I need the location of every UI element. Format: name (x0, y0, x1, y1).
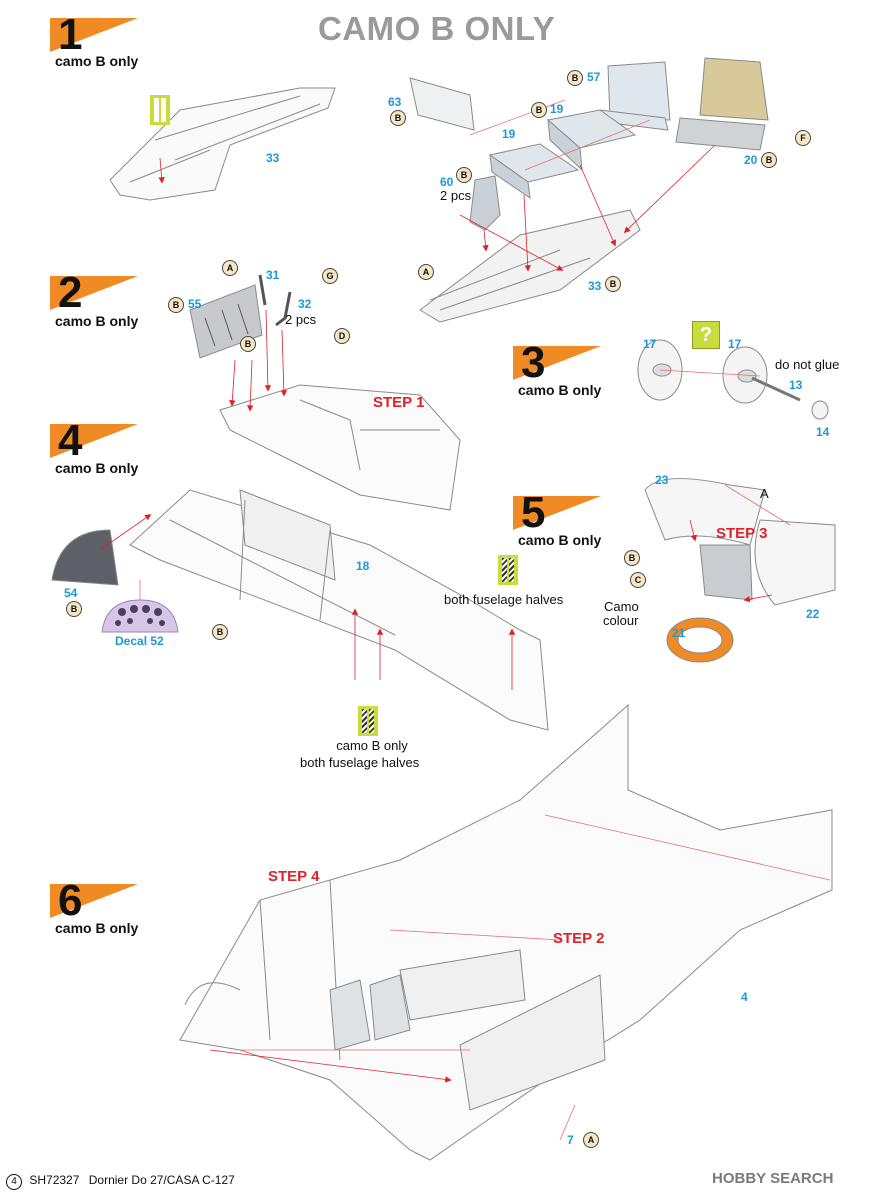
colour-callout-b-step2: B (240, 336, 258, 355)
part-number-23: 23 (655, 473, 669, 487)
note-2-pcs-pedal: 2 pcs (285, 312, 317, 327)
cowling-23 (644, 478, 766, 546)
colour-callout-55: B (168, 297, 186, 316)
colour-callout-b-step5: B (624, 550, 642, 569)
colour-callout-54: B (66, 601, 84, 620)
kit-name: Dornier Do 27/CASA C-127 (88, 1173, 235, 1187)
part-14-cap (811, 400, 829, 420)
step-3-number: 3 (521, 338, 546, 387)
part-number-4: 4 (741, 990, 748, 1004)
note-2-pcs-seat: 2 pcs (440, 188, 472, 203)
part-number-55: 55 (188, 297, 202, 311)
part-number-7: 7 (567, 1133, 574, 1147)
engine-block (699, 544, 753, 601)
part-number-14: 14 (816, 425, 830, 439)
part-33-floor-outline (109, 87, 336, 201)
part-number-31: 31 (266, 268, 280, 282)
part-number-54: 54 (64, 586, 78, 600)
colour-callout-19: B (531, 102, 549, 121)
colour-callout-60: B (456, 167, 474, 186)
seat-back-63 (409, 77, 475, 131)
glue-symbol (150, 95, 170, 125)
part-number-17-b: 17 (728, 337, 742, 351)
step-6-subtitle: camo B only (55, 920, 139, 936)
colour-callout-a-step6: A (583, 1132, 601, 1151)
page-footer: 4 SH72327 Dornier Do 27/CASA C-127 (6, 1173, 235, 1190)
cabin-assembly-step2 (219, 384, 461, 511)
note-do-not-glue: do not glue (775, 357, 840, 372)
part-13-axle (751, 376, 801, 402)
step-2-number: 2 (58, 268, 83, 317)
colour-callout-c-step5: C (630, 572, 648, 591)
rear-bench-57 (607, 61, 671, 121)
step-3-subtitle: camo B only (518, 382, 602, 398)
part-number-63: 63 (388, 95, 402, 109)
step-ref-3: STEP 3 (716, 525, 768, 542)
watermark: HOBBY SEARCH (712, 1170, 834, 1187)
part-number-19-b: 19 (502, 127, 516, 141)
step-ref-1: STEP 1 (373, 394, 425, 411)
part-number-33: 33 (266, 151, 280, 165)
colour-callout-g: G (322, 268, 340, 287)
note-camo-b-only: camo B only (336, 738, 408, 753)
page-title: CAMO B ONLY (318, 10, 556, 47)
colour-callout-a: A (418, 264, 436, 283)
page-number: 4 (6, 1174, 22, 1190)
decal-52-label: Decal 52 (115, 634, 164, 648)
part-number-19-a: 19 (550, 102, 564, 116)
step-1-number: 1 (58, 10, 83, 59)
part-number-17-a: 17 (643, 337, 657, 351)
step-4-number: 4 (58, 416, 83, 465)
glue-both-halves-icon (498, 555, 518, 585)
colour-callout-33: B (605, 276, 623, 295)
colour-callout-20: B (761, 152, 779, 171)
control-stick-31 (258, 274, 267, 306)
note-both-halves-2: both fuselage halves (300, 755, 420, 770)
step-5-number: 5 (521, 488, 546, 537)
rudder-pedal-32 (275, 291, 292, 327)
part-number-60: 60 (440, 175, 454, 189)
note-colour: colour (603, 613, 639, 628)
glue-both-halves-icon-2 (358, 706, 378, 736)
part-number-22: 22 (806, 607, 820, 621)
step-1-subtitle: camo B only (55, 53, 139, 69)
part-number-32: 32 (298, 297, 312, 311)
step-4-subtitle: camo B only (55, 460, 139, 476)
rear-bench-20 (699, 57, 769, 121)
colour-callout-a-step2: A (222, 260, 240, 279)
fuselage-half-18 (129, 489, 549, 731)
step-2-subtitle: camo B only (55, 313, 139, 329)
part-number-18: 18 (356, 559, 370, 573)
part-number-13: 13 (789, 378, 803, 392)
colour-callout-f: F (795, 130, 813, 149)
step-6-number: 6 (58, 876, 83, 925)
step-flags (50, 18, 601, 918)
colour-callout-d: D (334, 328, 352, 347)
note-camo: Camo (604, 599, 639, 614)
note-label-a: A (760, 486, 769, 501)
part-number-33-cabin: 33 (588, 279, 602, 293)
instrument-panel-54 (51, 529, 119, 586)
seat-60 (469, 175, 501, 231)
colour-callout-b-step4: B (212, 624, 230, 643)
step-ref-2: STEP 2 (553, 930, 605, 947)
cowling-22 (754, 519, 836, 606)
part-number-21: 21 (672, 626, 686, 640)
colour-callout-63: B (390, 110, 408, 129)
part-number-20: 20 (744, 153, 758, 167)
part-number-57: 57 (587, 70, 601, 84)
step-ref-4: STEP 4 (268, 868, 320, 885)
note-both-halves: both fuselage halves (444, 592, 564, 607)
decal-52-image (101, 599, 179, 633)
step-5-subtitle: camo B only (518, 532, 602, 548)
question-mark-icon: ? (692, 321, 720, 349)
colour-callout-57: B (567, 70, 585, 89)
kit-code: SH72327 (29, 1173, 80, 1187)
